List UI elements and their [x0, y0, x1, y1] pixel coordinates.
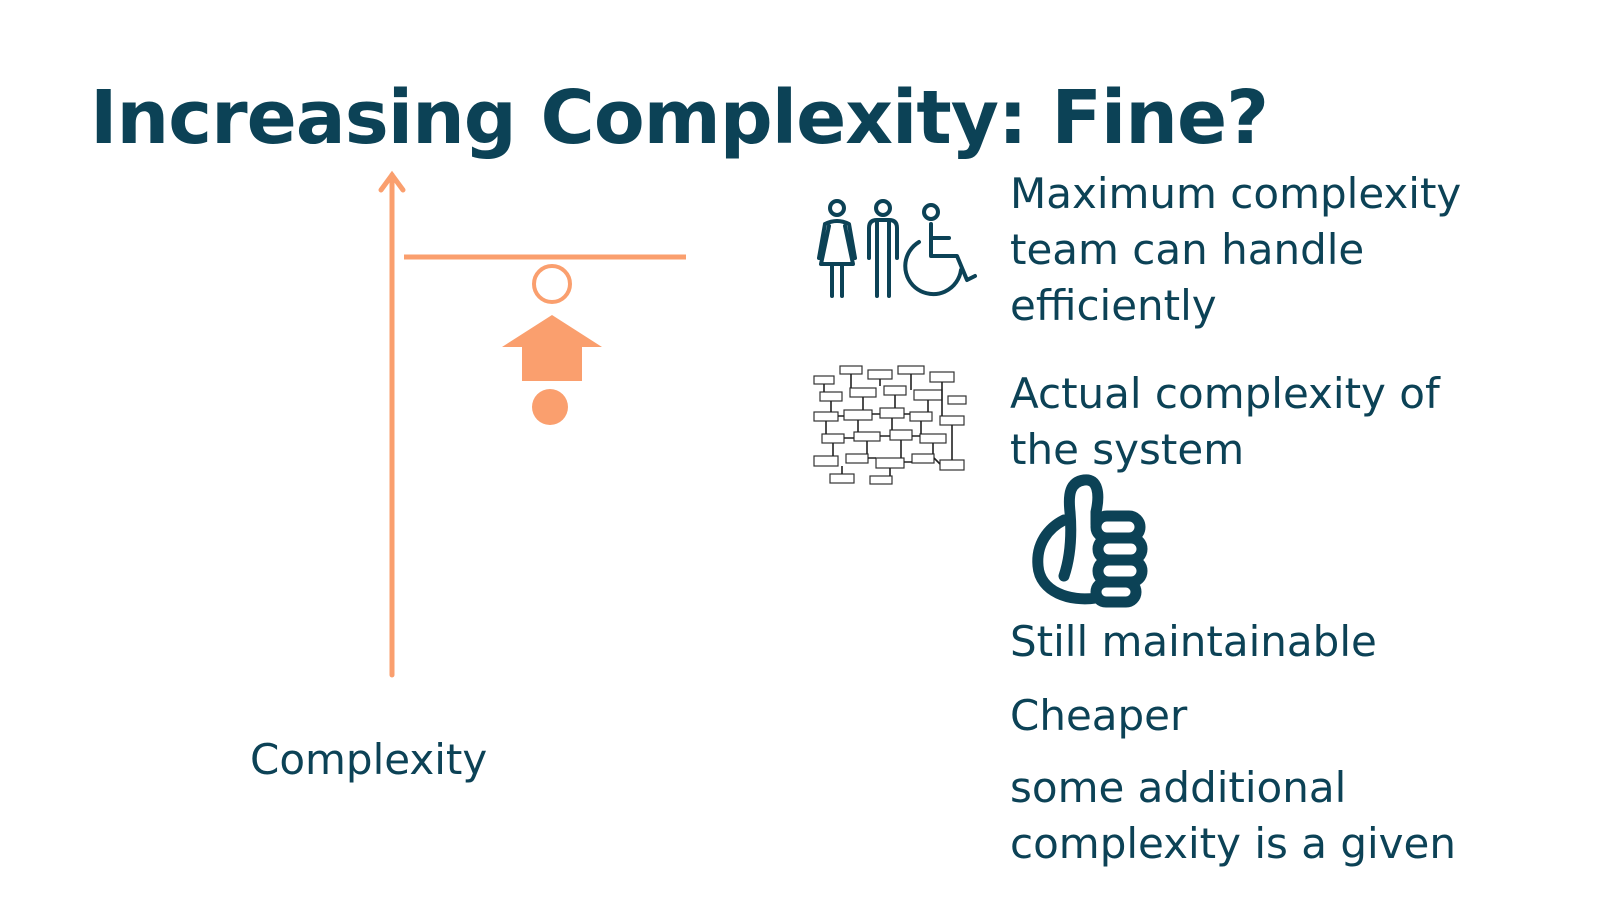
team-max-text: Maximum complexity team can handle effic… — [1010, 166, 1461, 334]
complexity-axis — [381, 175, 403, 675]
actual-line: Actual complexity of — [1010, 366, 1440, 422]
slide-title: Increasing Complexity: Fine? — [90, 78, 1268, 159]
team-max-line: team can handle — [1010, 222, 1461, 278]
people-icon — [815, 198, 980, 300]
thumbs-up-icon — [1030, 472, 1155, 617]
team-limit-marker — [534, 266, 570, 302]
team-max-line: efficiently — [1010, 278, 1461, 334]
axis-label: Complexity — [250, 735, 487, 784]
cheaper-text: Cheaper — [1010, 688, 1187, 744]
system-diagram-icon — [810, 362, 970, 487]
actual-complexity-text: Actual complexity of the system — [1010, 366, 1440, 478]
complexity-diagram — [340, 165, 700, 695]
additional-complexity-text: some additional complexity is a given — [1010, 760, 1456, 872]
actual-line: the system — [1010, 422, 1440, 478]
additional-line: some additional — [1010, 760, 1456, 816]
actual-complexity-marker — [532, 389, 568, 425]
still-maintainable-text: Still maintainable — [1010, 614, 1377, 670]
additional-line: complexity is a given — [1010, 816, 1456, 872]
increase-arrow — [502, 315, 602, 381]
team-max-line: Maximum complexity — [1010, 166, 1461, 222]
